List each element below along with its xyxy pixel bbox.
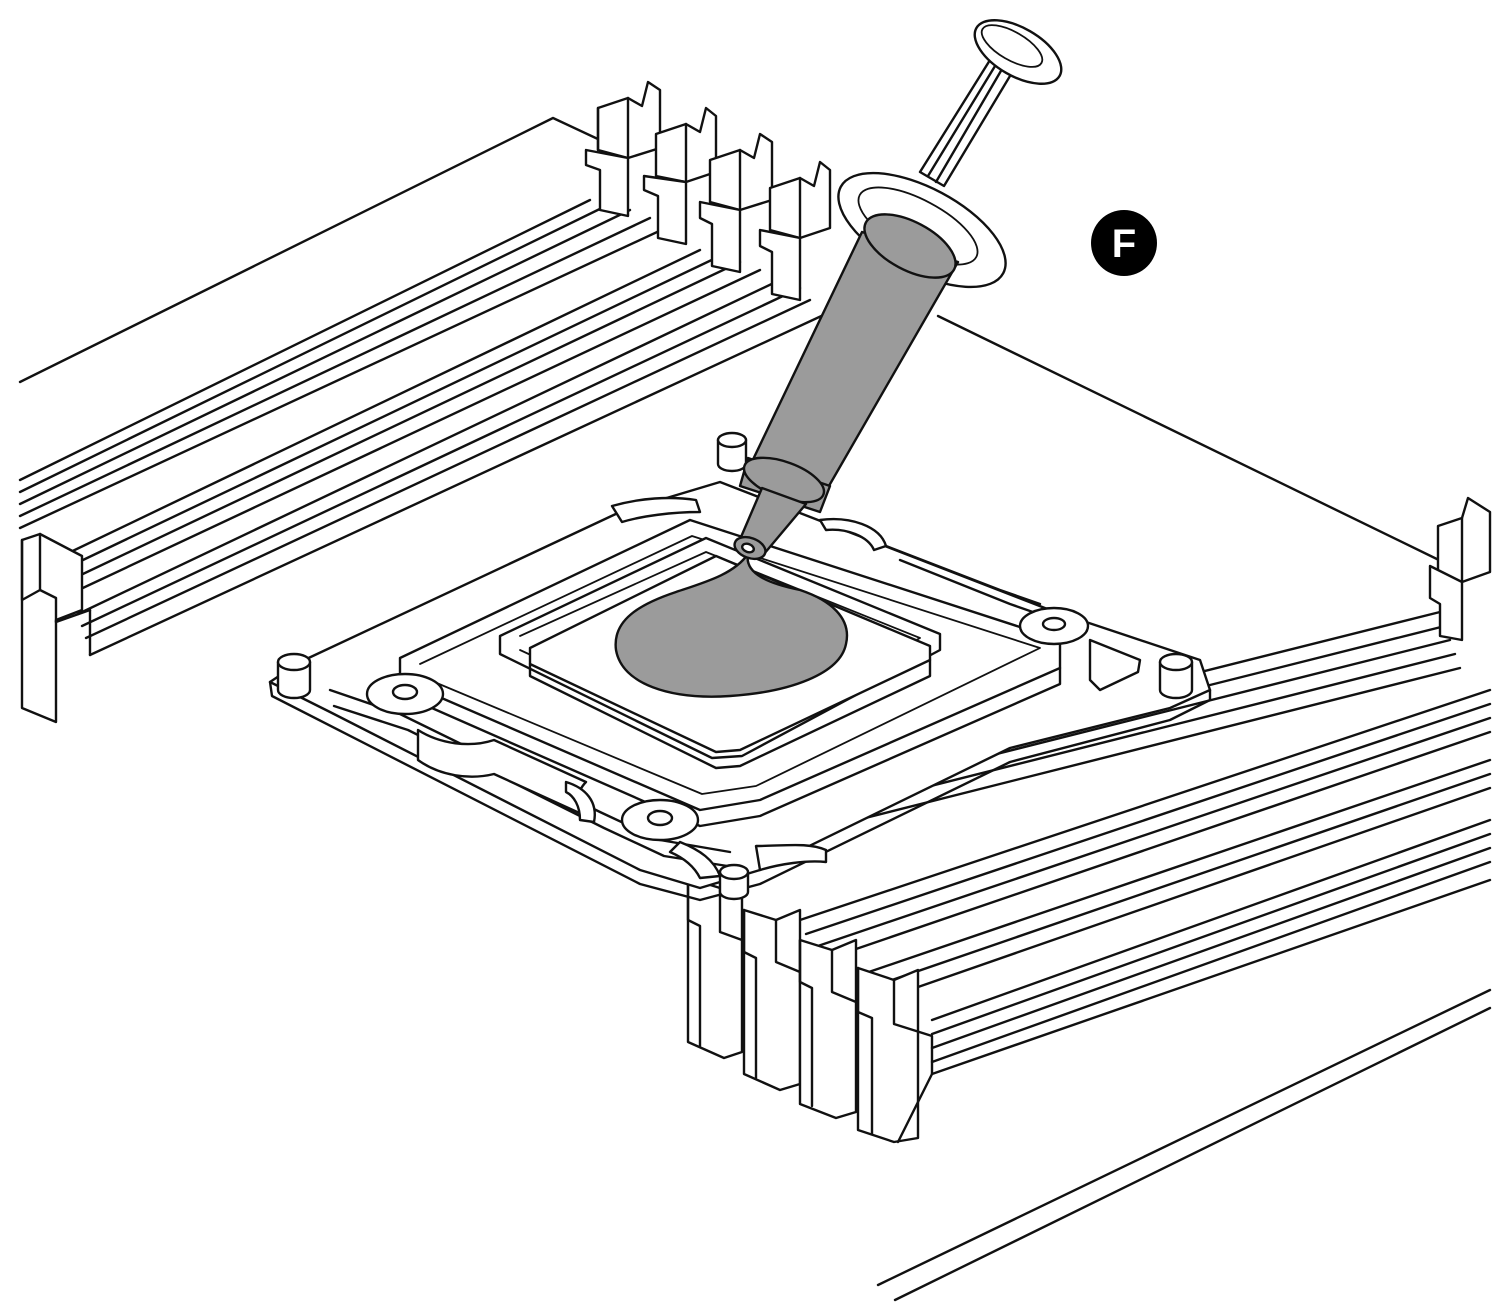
step-badge-circle <box>1091 210 1157 276</box>
dimm-latch-right <box>1428 496 1492 642</box>
dimm-endcaps-front <box>686 876 934 1144</box>
dimm-latch-group-left <box>584 80 832 302</box>
thermal-paste-blob <box>614 552 849 698</box>
step-label: F <box>1112 222 1136 266</box>
socket-screw-bosses <box>365 606 1090 842</box>
memory-slots-left <box>18 80 832 724</box>
step-badge-icon: F <box>1091 210 1157 276</box>
socket-mounting-posts <box>276 431 1194 901</box>
motherboard-outline <box>18 116 1492 1302</box>
syringe-icon <box>733 19 1063 561</box>
cpu-socket <box>268 431 1212 902</box>
